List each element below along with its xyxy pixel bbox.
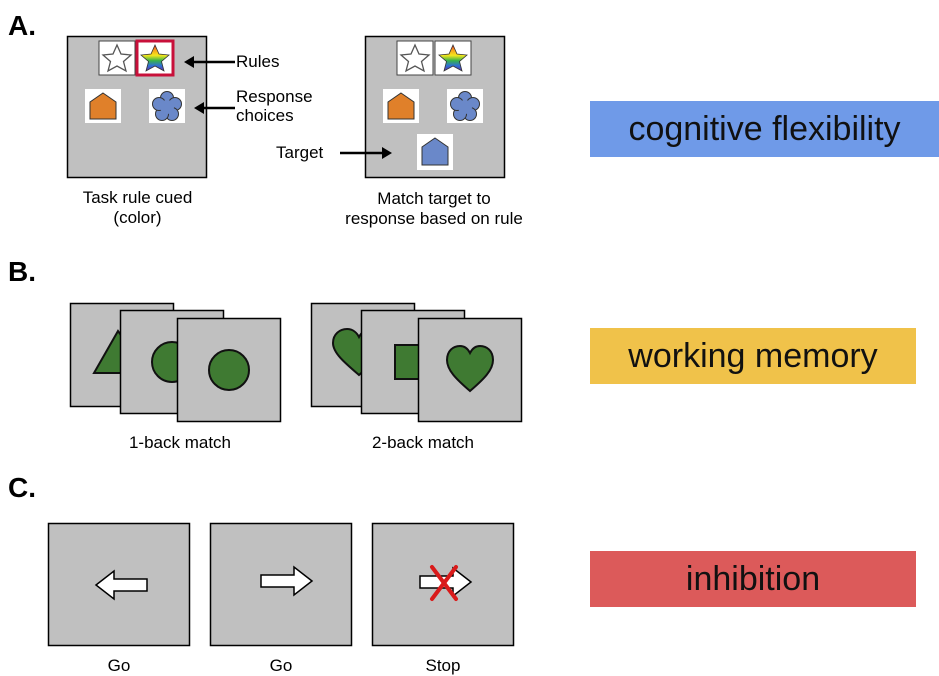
blue-house-target-icon xyxy=(417,134,453,170)
one-back-stack xyxy=(69,302,282,423)
stop-caption: Stop xyxy=(425,656,461,675)
stop-cross-icon xyxy=(430,565,458,601)
go-caption-1: Go xyxy=(107,656,131,675)
target-arrow xyxy=(340,147,392,159)
working-memory-banner: working memory xyxy=(590,328,916,384)
section-a-letter: A. xyxy=(8,10,36,41)
go-left-panel xyxy=(47,522,191,647)
color-rule-star-icon xyxy=(135,39,175,77)
inhibition-banner: inhibition xyxy=(590,551,916,607)
rules-callout: Rules xyxy=(236,52,280,71)
blue-flower-choice-icon xyxy=(149,89,185,123)
one-back-caption: 1-back match xyxy=(128,433,232,452)
section-b-letter: B. xyxy=(8,256,36,287)
stop-panel xyxy=(371,522,515,647)
left-arrow-icon xyxy=(94,569,148,601)
callout-arrows xyxy=(184,56,235,114)
heart-card-2 xyxy=(417,317,523,423)
go-right-panel xyxy=(209,522,353,647)
rule-cue-panel xyxy=(66,35,208,179)
rule-cue-caption: Task rule cued (color) xyxy=(82,188,193,227)
response-choices-callout: Response choices xyxy=(236,87,313,125)
shape-rule-star-icon xyxy=(98,40,136,76)
blue-flower-choice-icon xyxy=(447,89,483,123)
two-back-stack xyxy=(310,302,523,423)
target-callout: Target xyxy=(276,143,324,162)
right-arrow-icon xyxy=(260,565,314,597)
match-target-caption: Match target to response based on rule xyxy=(345,189,523,228)
green-heart-icon xyxy=(445,344,495,393)
orange-house-choice-icon xyxy=(383,89,419,123)
shape-rule-star-icon xyxy=(396,40,434,76)
section-c-letter: C. xyxy=(8,472,36,503)
two-back-caption: 2-back match xyxy=(371,433,475,452)
orange-house-choice-icon xyxy=(85,89,121,123)
color-rule-star-icon xyxy=(434,40,472,76)
go-caption-2: Go xyxy=(269,656,293,675)
circle-card-2 xyxy=(176,317,282,423)
cognitive-flexibility-banner: cognitive flexibility xyxy=(590,101,939,157)
green-circle-icon xyxy=(208,349,250,391)
